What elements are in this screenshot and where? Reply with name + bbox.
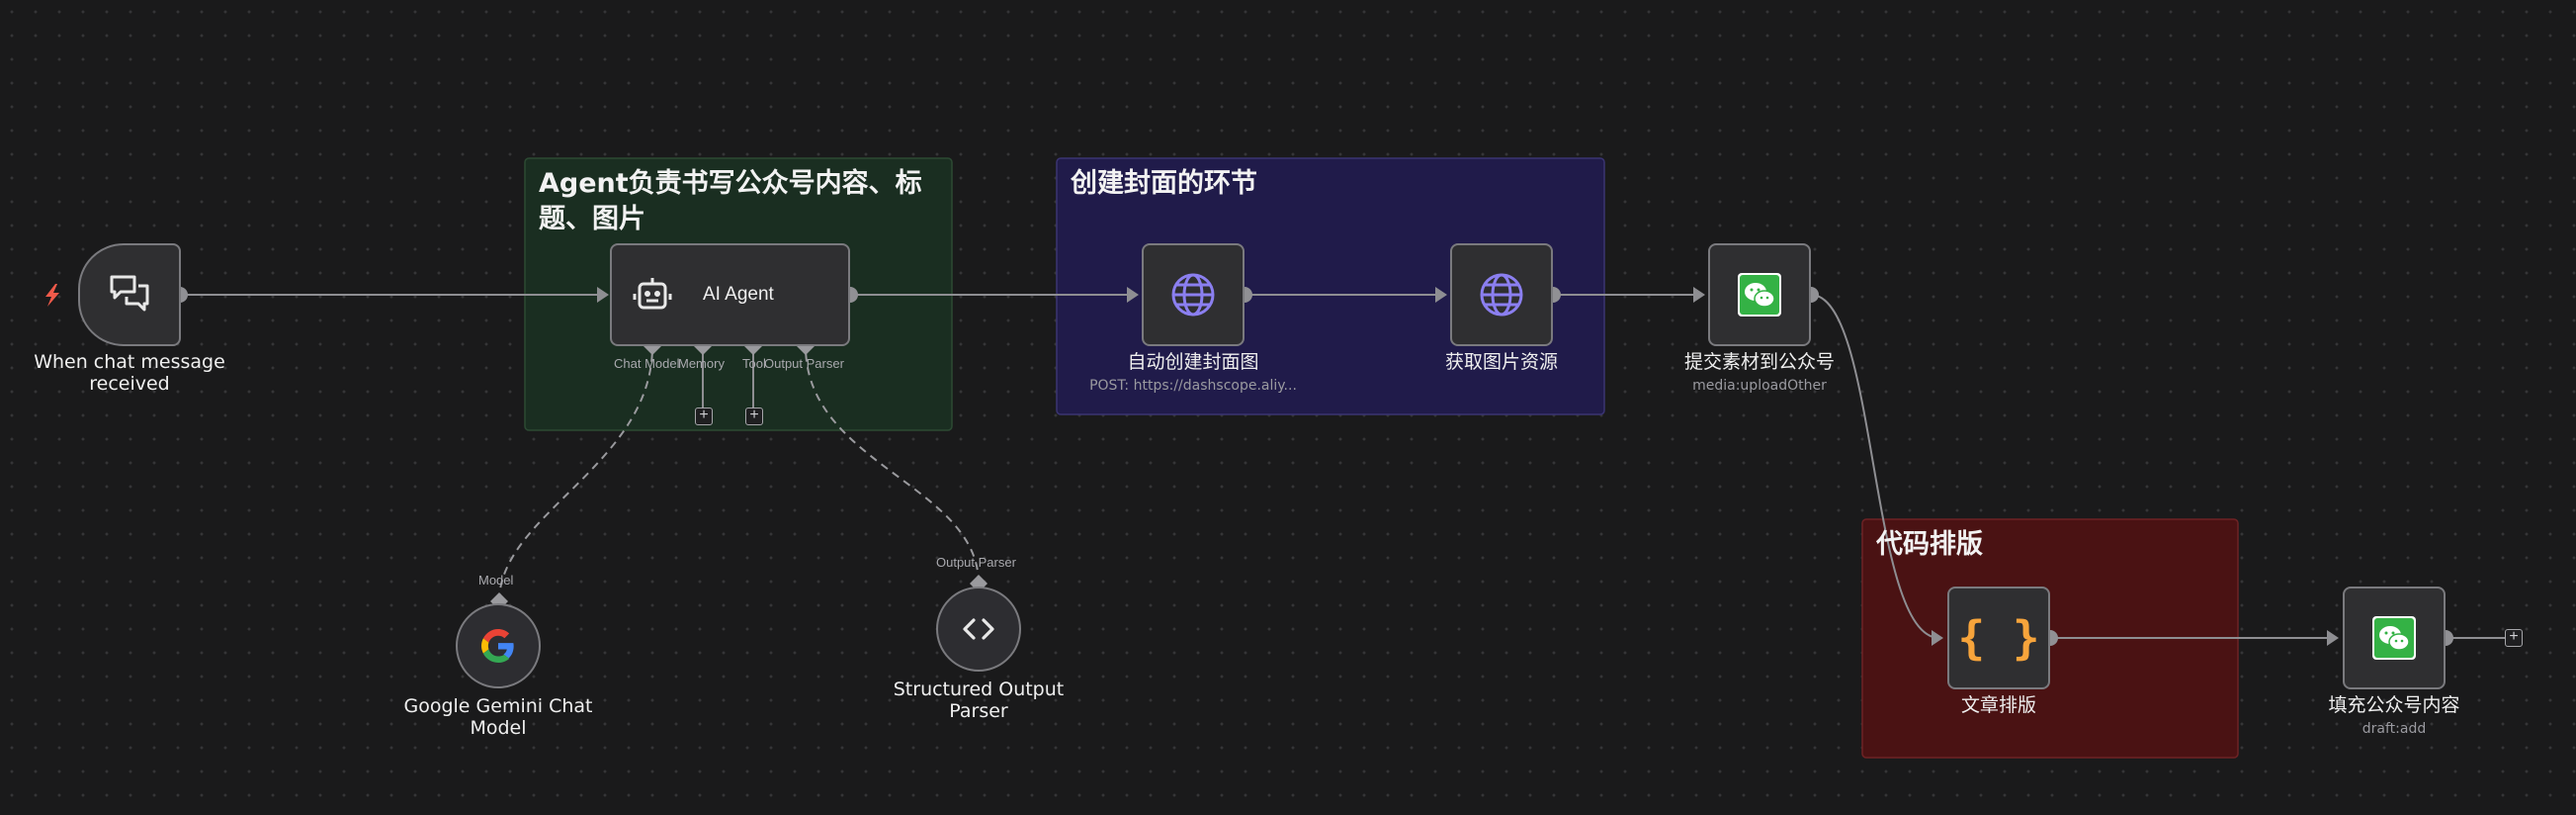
create-cover-label: 自动创建封面图	[1127, 351, 1259, 373]
get-image-node[interactable]	[1450, 243, 1553, 346]
trigger-label: When chat message received	[34, 351, 225, 395]
create-cover-node[interactable]	[1142, 243, 1245, 346]
port-label-memory: Memory	[678, 356, 725, 371]
parser-label: Structured Output Parser	[893, 679, 1065, 722]
connection-upload-code	[1810, 294, 1940, 639]
globe-icon	[1171, 273, 1215, 317]
fill-label: 填充公众号内容	[2328, 694, 2460, 716]
get-image-label: 获取图片资源	[1444, 351, 1558, 373]
sticky-code-title: 代码排版	[1876, 529, 1983, 560]
wechat-icon	[2372, 616, 2416, 660]
connection-gemini-agent	[498, 345, 653, 602]
trigger-node[interactable]	[78, 243, 181, 346]
gemini-node[interactable]	[456, 603, 541, 688]
upload-node[interactable]	[1708, 243, 1811, 346]
sticky-cover-title: 创建封面的环节	[1071, 168, 1257, 199]
curly-braces-icon: { }	[1957, 611, 2040, 665]
ai-agent-label: AI Agent	[703, 284, 774, 305]
sticky-cover-bg[interactable]	[1056, 157, 1605, 415]
gemini-port-label: Model	[478, 573, 514, 588]
add-tool-button[interactable]: +	[745, 408, 763, 425]
port-label-tool: Tool	[742, 356, 766, 371]
sticky-agent-title: Agent负责书写公众号内容、标题、图片	[539, 168, 922, 234]
robot-icon	[633, 278, 672, 310]
add-next-node-button[interactable]: +	[2505, 629, 2523, 647]
parser-node[interactable]	[936, 587, 1021, 672]
fill-node[interactable]	[2343, 587, 2446, 689]
wechat-icon	[1738, 273, 1781, 317]
chat-bubbles-icon	[110, 275, 149, 312]
gemini-label: Google Gemini Chat Model	[403, 695, 593, 739]
code-brackets-icon	[963, 618, 994, 640]
trigger-bolt-icon	[45, 284, 59, 307]
subnode-connections	[498, 345, 980, 602]
upload-sub: media:uploadOther	[1692, 378, 1827, 394]
fill-sub: draft:add	[2361, 721, 2427, 737]
create-cover-sub: POST: https://dashscope.aliy...	[1089, 378, 1297, 394]
port-label-chat-model: Chat Model	[614, 356, 680, 371]
code-label: 文章排版	[1960, 694, 2036, 716]
google-icon	[481, 629, 514, 663]
input-arrows	[597, 287, 2339, 646]
ai-agent-node[interactable]: AI Agent	[610, 243, 850, 346]
port-label-output-parser: Output Parser	[764, 356, 844, 371]
code-node[interactable]: { }	[1947, 587, 2050, 689]
globe-icon	[1480, 273, 1523, 317]
connections	[180, 294, 2505, 639]
upload-label: 提交素材到公众号	[1683, 351, 1835, 373]
add-memory-button[interactable]: +	[695, 408, 713, 425]
parser-port-label: Output Parser	[936, 555, 1016, 570]
